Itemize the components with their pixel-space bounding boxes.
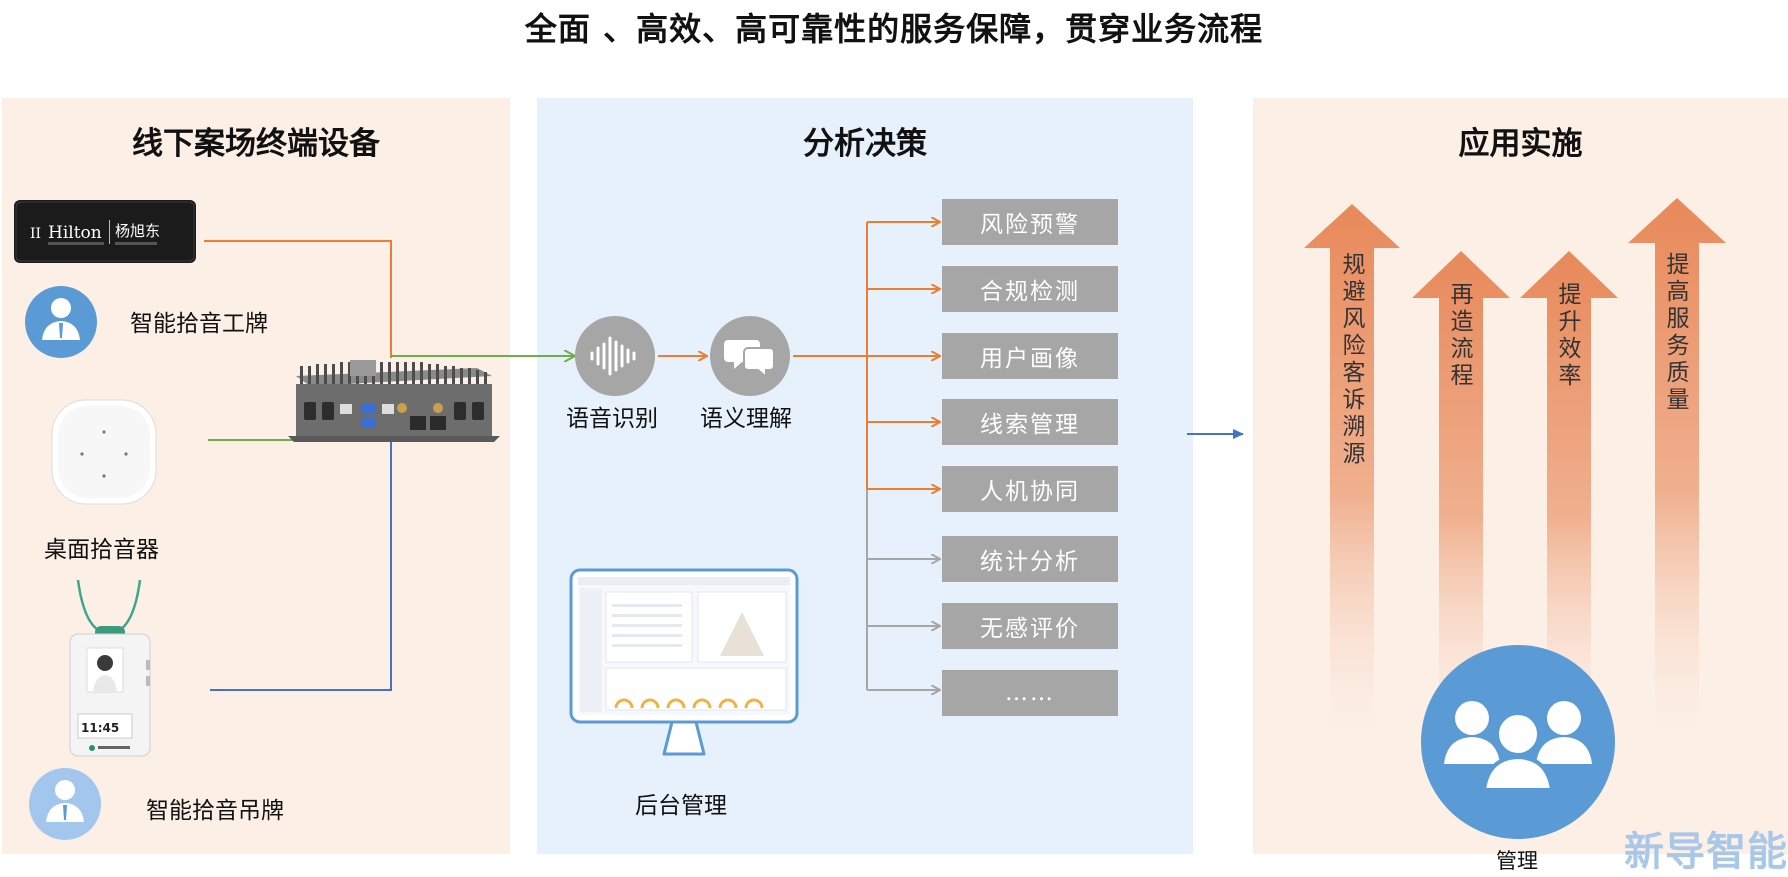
arrow-text-reengineer: 再造流程 [1450, 282, 1474, 389]
smart-badge-label: 智能拾音工牌 [130, 311, 268, 337]
desk-pickup-label: 桌面拾音器 [44, 537, 159, 563]
badge-connector-line [204, 240, 392, 358]
output-unaware-evaluation: 无感评价 [942, 603, 1118, 649]
backend-management-label: 后台管理 [635, 793, 727, 819]
backend-monitor-image [569, 568, 799, 756]
person-avatar-icon [29, 768, 101, 840]
person-avatar-icon [25, 286, 97, 358]
arrow-reengineer-process [1412, 251, 1510, 735]
output-statistics: 统计分析 [942, 536, 1118, 582]
hilton-name-text: 杨旭东 [115, 222, 160, 240]
lanyard-time-text: 11:45 [81, 721, 119, 735]
speech-recognition-icon [575, 316, 655, 396]
arrow-avoid-risk [1304, 204, 1400, 735]
panel-title-application: 应用实施 [1458, 126, 1583, 162]
arrow-improve-quality [1628, 198, 1726, 735]
arrow-text-quality: 提高服务质量 [1666, 252, 1690, 413]
arrow-improve-efficiency [1520, 251, 1618, 735]
output-compliance-check: 合规检测 [942, 266, 1118, 312]
edge-computing-box-image [288, 360, 500, 442]
desk-pickup-device-image [51, 399, 157, 505]
smart-lanyard-label: 智能拾音吊牌 [146, 798, 284, 824]
management-label: 管理 [1496, 849, 1538, 873]
output-user-profile: 用户画像 [942, 333, 1118, 379]
lanyard-connector-line [210, 432, 392, 691]
semantic-chat-icon [710, 316, 790, 396]
svg-text:II: II [30, 226, 41, 242]
page-title: 全面 、高效、高可靠性的服务保障，贯穿业务流程 [524, 10, 1264, 48]
panel-title-offline: 线下案场终端设备 [132, 126, 380, 162]
panel-title-analysis: 分析决策 [803, 126, 927, 162]
output-risk-warning: 风险预警 [942, 199, 1118, 245]
arrow-text-avoid-risk: 规避风险 客诉溯源 [1342, 252, 1366, 467]
management-group-icon [1421, 645, 1615, 839]
arrow-text-efficiency: 提升效率 [1558, 282, 1582, 389]
hilton-brand-text: Hilton [48, 223, 102, 243]
semantic-understanding-label: 语义理解 [700, 406, 792, 432]
output-human-machine: 人机协同 [942, 466, 1118, 512]
speech-recognition-label: 语音识别 [566, 406, 658, 432]
lanyard-badge-image: 11:45 [69, 579, 151, 757]
hilton-badge-image: II Hilton 杨旭东 [14, 200, 196, 263]
brand-watermark: 新导智能 [1624, 829, 1788, 875]
output-more: …… [942, 670, 1118, 716]
output-lead-management: 线索管理 [942, 399, 1118, 445]
